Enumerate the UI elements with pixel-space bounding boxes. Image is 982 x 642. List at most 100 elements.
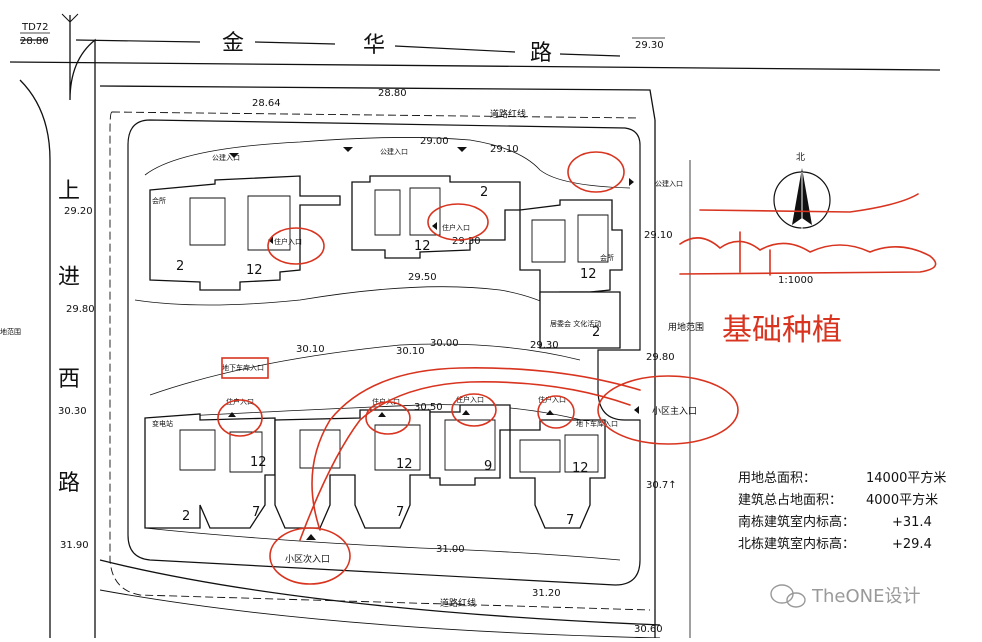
road-red-line [109, 111, 651, 611]
floors-s1a: 12 [250, 455, 267, 470]
site-legend: 用地总面积： 14000平方米 建筑总占地面积： 4000平方米 南栋建筑室内标… [738, 470, 946, 552]
west-road-char-3: 西 [58, 367, 80, 392]
public-entrance-3: 公建入口 [655, 179, 683, 188]
public-entrance-1: 公建入口 [212, 153, 240, 162]
red-scribble-1 [699, 193, 919, 213]
parking-entrance-label: 地下车库入口 [576, 419, 618, 428]
floors-n1b: 12 [246, 263, 263, 278]
handwritten-note: 基础种植 [722, 313, 842, 348]
elev-30-10-a: 30.10 [296, 344, 325, 355]
red-annotations [217, 151, 937, 585]
substation-label: 变电站 [152, 419, 173, 428]
resident-entrance-6: 住户入口 [538, 395, 566, 404]
red-circle-secondary [269, 527, 351, 585]
red-circle-ne [567, 151, 625, 193]
red-circle-s4 [537, 395, 575, 429]
elev-29-80-right: 29.80 [646, 352, 675, 363]
elev-29-30: 29.30 [635, 40, 664, 51]
red-path-arc [311, 367, 641, 531]
elev-29-00: 29.00 [420, 136, 449, 147]
site-boundary [127, 119, 641, 586]
wechat-icon [770, 584, 806, 608]
building-north-2 [351, 175, 521, 259]
elev-29-10-b: 29.10 [644, 230, 673, 241]
resident-entrance-3: 住户入口 [226, 397, 254, 406]
north-label: 北 [796, 152, 805, 163]
shop-right-label: 会所 [600, 253, 614, 262]
road-red-line-top-label: 道路红线 [490, 108, 526, 120]
legend-label-3: 南栋建筑室内标高： [738, 514, 855, 530]
elev-30-7: 30.7↑ [646, 480, 677, 491]
building-south-4 [509, 419, 606, 529]
building-north-3-annex [539, 291, 621, 349]
legend-value-4: +29.4 [892, 537, 932, 552]
entrance-markers [228, 147, 639, 540]
elev-28-80-a: 28.80 [20, 36, 49, 47]
legend-value-2: 4000平方米 [866, 492, 938, 508]
floors-s2b: 7 [396, 505, 404, 520]
elev-30-50: 30.50 [414, 402, 443, 413]
building-north-3 [519, 199, 623, 301]
legend-label-1: 用地总面积： [738, 471, 816, 486]
north-arrow: 北 1:1000 [773, 152, 831, 286]
site-boundary-left-label: 地范围 [0, 327, 21, 336]
road-edges [9, 13, 941, 640]
elev-29-20: 29.20 [64, 206, 93, 217]
elev-29-80-left: 29.80 [66, 304, 95, 315]
elev-30-60: 30.60 [634, 624, 663, 635]
public-entrance-2: 公建入口 [380, 147, 408, 156]
south-road-edge [99, 559, 661, 626]
elev-29-50: 29.50 [408, 272, 437, 283]
north-road-char-1: 金 [222, 31, 244, 56]
secondary-entrance-label: 小区次入口 [285, 553, 330, 565]
scale-label: 1:1000 [778, 275, 813, 286]
north-road-char-3: 路 [530, 41, 552, 66]
floors-n3b: 2 [592, 325, 600, 340]
legend-label-4: 北栋建筑室内标高： [738, 536, 855, 552]
elev-29-30-b: 29.30 [452, 236, 481, 247]
shop-left-label: 会所 [152, 196, 166, 205]
legend-value-1: 14000平方米 [866, 470, 946, 486]
road-red-line-bottom-label: 道路红线 [440, 597, 476, 609]
floors-s4b: 7 [566, 513, 574, 528]
building-south-1 [144, 413, 276, 529]
red-path-arc-2 [299, 381, 631, 541]
floors-s4a: 12 [572, 461, 589, 476]
watermark: TheONE设计 [770, 584, 920, 608]
west-road-edge-left [19, 79, 51, 640]
west-road-char-4: 路 [58, 471, 80, 496]
red-circle-s1 [217, 399, 263, 437]
legend-label-2: 建筑总占地面积： [738, 492, 842, 508]
elev-28-80-b: 28.80 [378, 88, 407, 99]
legend-value-3: +31.4 [892, 515, 932, 530]
north-road-edge-top [9, 61, 941, 71]
elev-31-00: 31.00 [436, 544, 465, 555]
floors-s1b: 2 [182, 509, 190, 524]
elev-29-10-a: 29.10 [490, 144, 519, 155]
resident-entrance-5: 住户入口 [456, 395, 484, 404]
elev-30-00: 30.00 [430, 338, 459, 349]
red-circle-n2 [427, 203, 489, 241]
elev-29-30-c: 29.30 [530, 340, 559, 351]
main-entrance-label: 小区主入口 [652, 405, 697, 417]
west-road-char-2: 进 [58, 265, 80, 290]
garage-entrance-label: 地下车库入口 [222, 363, 264, 372]
red-circle-n1 [267, 227, 325, 265]
elev-31-90: 31.90 [60, 540, 89, 551]
property-culture-label: 居委会 文化活动 [550, 319, 601, 328]
elev-30-10-b: 30.10 [396, 346, 425, 357]
floors-n2b: 12 [414, 239, 431, 254]
elev-31-20: 31.20 [532, 588, 561, 599]
road-red-line-north [111, 111, 641, 119]
red-scribble-3 [739, 231, 771, 276]
floors-n3a: 12 [580, 267, 597, 282]
floors-s1c: 7 [252, 505, 260, 520]
building-south-3 [429, 404, 511, 486]
elev-30-30: 30.30 [58, 406, 87, 417]
floors-n1a: 2 [176, 259, 184, 274]
red-scribble-2 [679, 237, 937, 275]
red-circle-s3 [451, 393, 497, 427]
red-circle-main [597, 375, 739, 445]
